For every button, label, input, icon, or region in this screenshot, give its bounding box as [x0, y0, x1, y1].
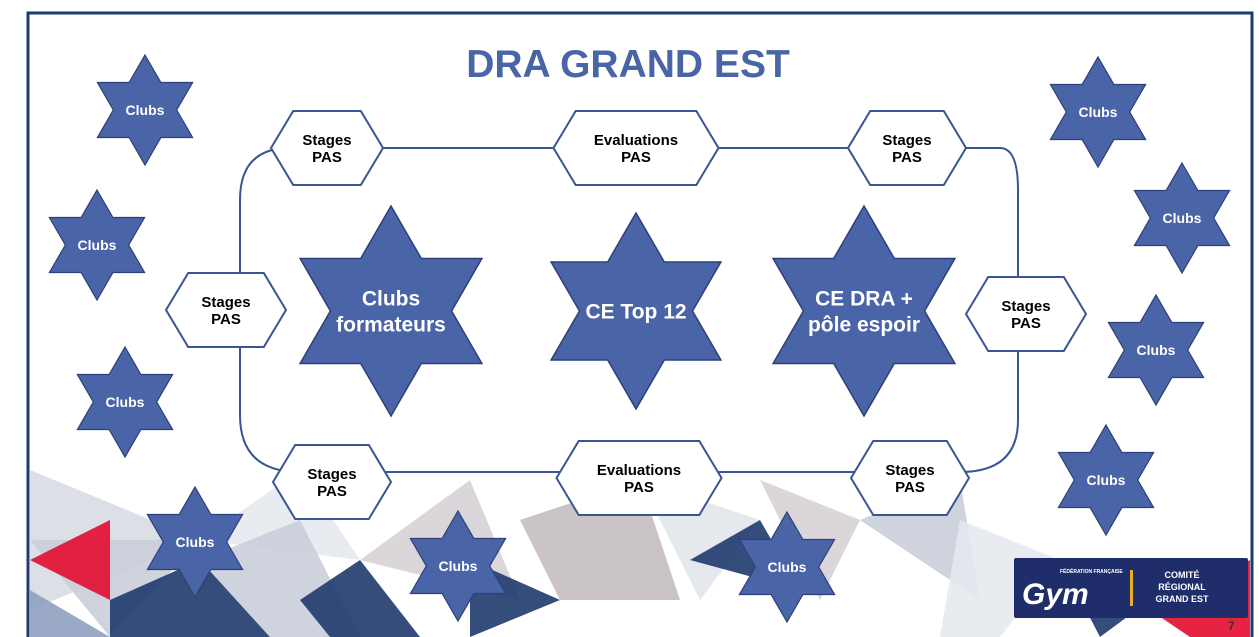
hexagon-shape	[964, 276, 1088, 352]
hexagon-label: PAS	[624, 479, 654, 496]
hexagon-label: Stages	[302, 132, 351, 149]
slide-frame	[26, 11, 1254, 637]
logo-line1: COMITÉ	[1165, 570, 1200, 580]
page-number: 7	[1228, 619, 1235, 633]
star-shape	[76, 345, 174, 459]
club-star-label: Clubs	[1079, 104, 1118, 120]
logo-line2: RÉGIONAL	[1158, 582, 1206, 592]
star-shape	[48, 188, 146, 302]
club-star-label: Clubs	[1163, 210, 1202, 226]
logo-divider	[1130, 570, 1133, 606]
club-star: Clubs	[76, 345, 174, 459]
star-shape	[96, 53, 194, 167]
club-star: Clubs	[48, 188, 146, 302]
hexagon-shape	[849, 440, 971, 516]
hexagon-label: Stages	[882, 132, 931, 149]
star-shape	[1107, 293, 1205, 407]
club-star: Clubs	[1107, 293, 1205, 407]
center-star: CE DRA + pôle espoir	[771, 204, 957, 418]
decorative-triangle	[30, 520, 110, 600]
center-star-label: formateurs	[336, 313, 446, 336]
hexagon-label: PAS	[211, 311, 241, 328]
star-shape	[738, 510, 836, 624]
decorative-triangle	[300, 560, 420, 637]
club-star: Clubs	[1057, 423, 1155, 537]
diagram-title: DRA GRAND EST	[466, 43, 790, 86]
hexagon-shape	[269, 110, 385, 186]
club-star: Clubs	[146, 485, 244, 599]
center-star-layer: Clubs formateurs CE Top 12 CE DRA + pôle esp…	[298, 204, 957, 418]
star-shape	[409, 509, 507, 623]
hexagon-layer: StagesPASEvaluationsPASStagesPASStagesPA…	[164, 110, 1088, 520]
star-shape	[298, 204, 484, 418]
club-star-label: Clubs	[106, 394, 145, 410]
hexagon-shape	[552, 110, 720, 186]
hexagon-shape	[555, 440, 723, 516]
decorative-triangle	[110, 560, 270, 637]
club-star-label: Clubs	[1087, 472, 1126, 488]
center-star-label: pôle espoir	[808, 313, 920, 336]
star-shape	[1049, 55, 1147, 169]
center-star: Clubs formateurs	[298, 204, 484, 418]
hexagon-shape	[164, 272, 288, 348]
decorative-triangle	[30, 590, 110, 637]
star-shape	[146, 485, 244, 599]
center-star-label: CE Top 12	[585, 300, 686, 323]
club-star: Clubs	[738, 510, 836, 624]
hexagon-label: PAS	[895, 479, 925, 496]
hexagon-label: Evaluations	[597, 462, 681, 479]
club-star-label: Clubs	[126, 102, 165, 118]
club-star-label: Clubs	[1137, 342, 1176, 358]
logo-line3: GRAND EST	[1155, 594, 1209, 604]
hexagon-label: PAS	[312, 149, 342, 166]
club-star-label: Clubs	[78, 237, 117, 253]
center-star-label: Clubs	[362, 287, 420, 310]
club-star: Clubs	[1049, 55, 1147, 169]
hexagon-label: PAS	[892, 149, 922, 166]
club-star: Clubs	[409, 509, 507, 623]
club-star-label: Clubs	[176, 534, 215, 550]
hexagon-shape	[271, 444, 393, 520]
hexagon-label: Stages	[201, 294, 250, 311]
center-star: CE Top 12	[549, 211, 723, 411]
star-shape	[549, 211, 723, 411]
club-star-label: Clubs	[768, 559, 807, 575]
decorative-triangle	[200, 470, 360, 560]
hexagon-label: Stages	[307, 466, 356, 483]
club-star: Clubs	[1133, 161, 1231, 275]
decorative-triangle	[940, 520, 1060, 637]
hexagon-label: PAS	[1011, 315, 1041, 332]
star-shape	[1057, 423, 1155, 537]
club-star: Clubs	[96, 53, 194, 167]
star-shape	[1133, 161, 1231, 275]
hexagon-label: Stages	[885, 462, 934, 479]
star-shape	[771, 204, 957, 418]
logo-federation: FÉDÉRATION FRANÇAISE	[1060, 567, 1123, 575]
hexagon-label: PAS	[317, 483, 347, 500]
hexagon-shape	[846, 110, 968, 186]
logo-brand: Gym	[1022, 578, 1089, 611]
gym-logo: FÉDÉRATION FRANÇAISE Gym COMITÉ RÉGIONAL…	[1014, 558, 1248, 618]
center-star-label: CE DRA +	[815, 287, 913, 310]
hexagon-label: Stages	[1001, 298, 1050, 315]
club-star-label: Clubs	[439, 558, 478, 574]
hexagon-label: PAS	[621, 149, 651, 166]
hexagon-label: Evaluations	[594, 132, 678, 149]
